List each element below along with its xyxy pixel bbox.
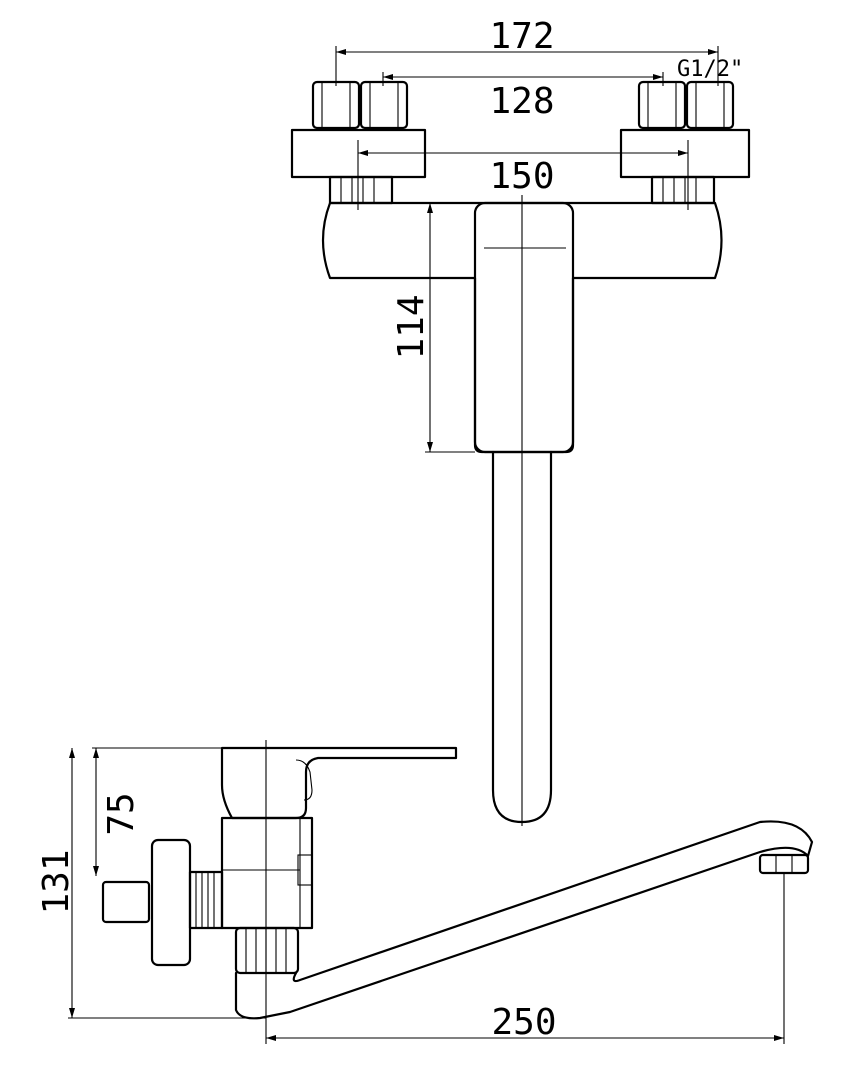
dimension-172-label: 172: [489, 16, 554, 57]
side-view: 75 131 250: [36, 740, 814, 1044]
dimension-131: 131: [36, 748, 266, 1019]
aerator: [758, 853, 810, 875]
dimension-128-label: 128: [489, 81, 554, 122]
wall-inlet-fitting: [101, 838, 224, 967]
dimension-128: 128: [382, 72, 664, 122]
dimension-250-label: 250: [491, 1002, 556, 1043]
spout-connector: [234, 926, 300, 975]
right-inlet-fitting: [619, 80, 751, 205]
lever-handle: [220, 746, 458, 820]
top-view: 172 G1/2" 128 150 1: [290, 16, 751, 826]
dimension-114: 114: [391, 202, 475, 453]
dimension-150-label: 150: [489, 156, 554, 197]
thread-size-label: G1/2": [677, 57, 743, 82]
lever-housing: [473, 201, 575, 454]
dimension-250: 250: [265, 873, 785, 1044]
left-inlet-fitting: [290, 80, 427, 205]
dimension-131-label: 131: [36, 849, 77, 914]
dimension-150: 150: [357, 140, 689, 210]
spout-side-view: [234, 820, 814, 1020]
dimension-172: 172: [335, 16, 719, 86]
dimension-75-label: 75: [101, 792, 142, 835]
dimension-75: 75: [92, 747, 222, 876]
dimension-114-label: 114: [391, 294, 432, 359]
